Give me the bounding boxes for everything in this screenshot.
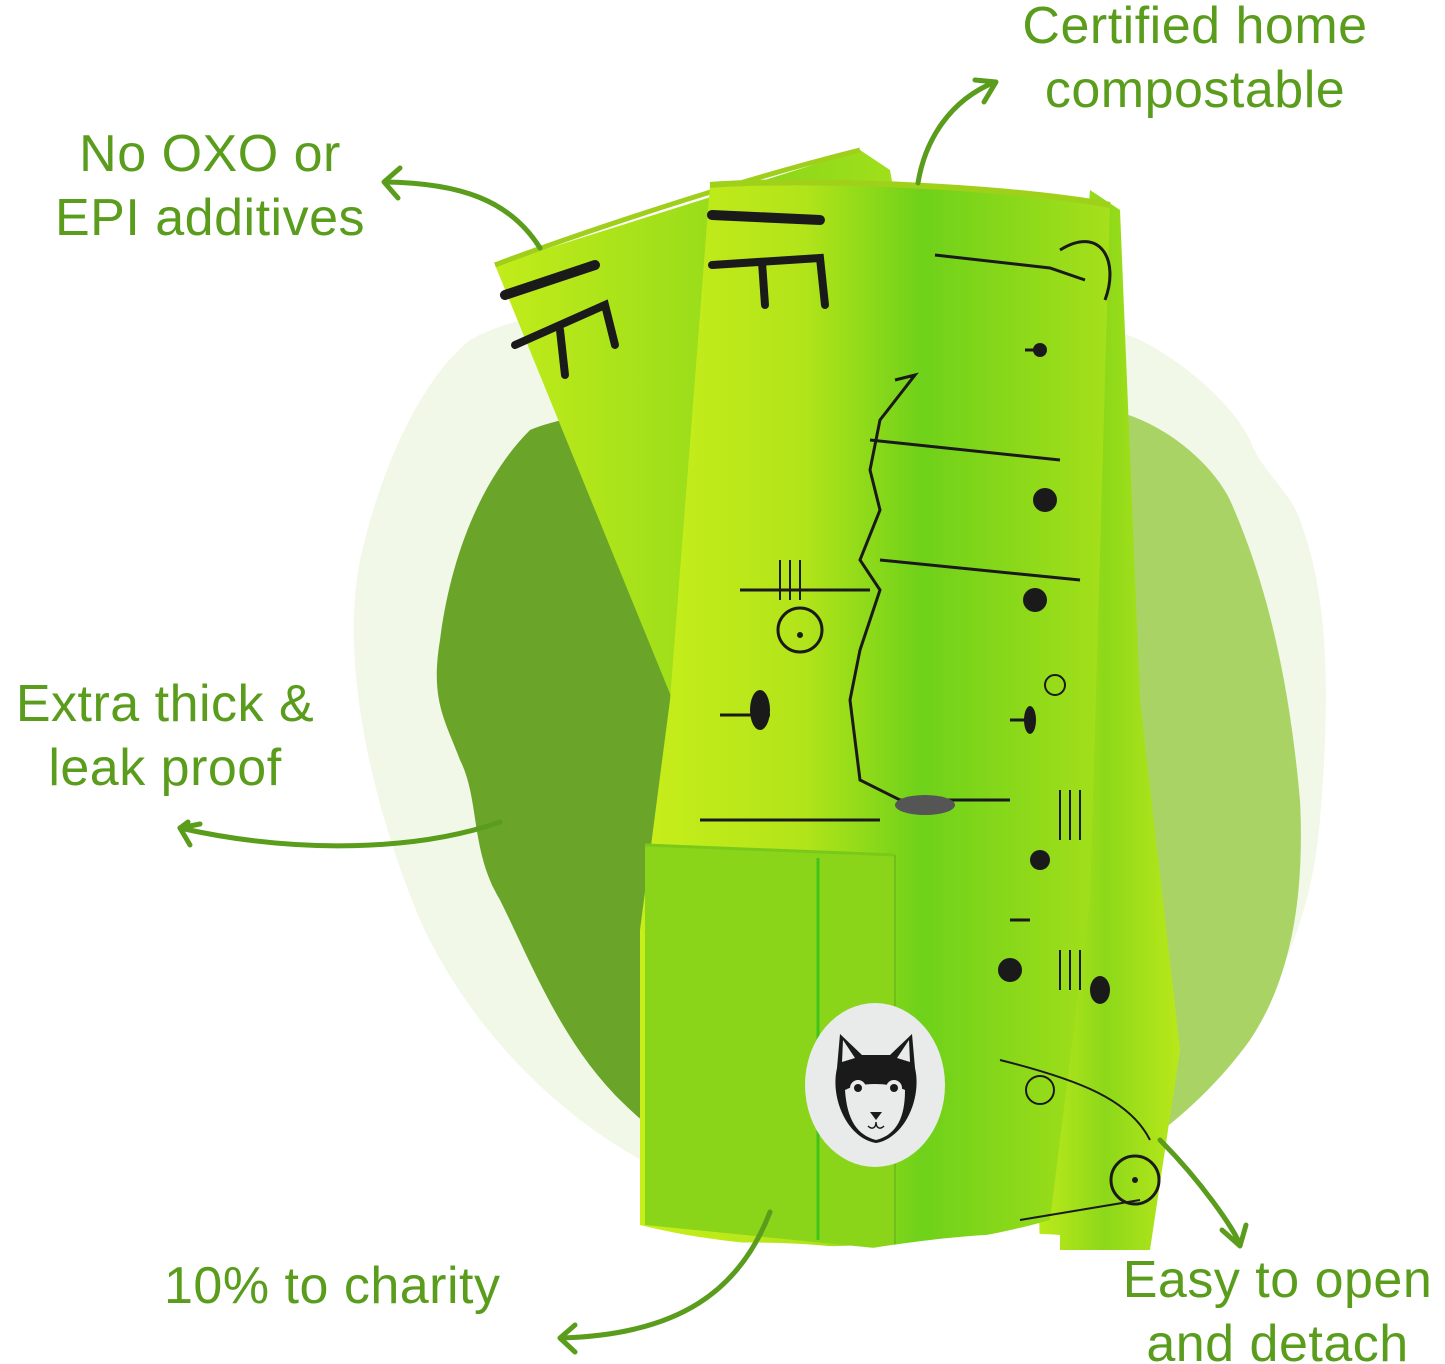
callout-line: compostable (1044, 61, 1346, 119)
callout-charity: 10% to charity (164, 1254, 544, 1318)
arrow-left-head-top-icon (177, 821, 203, 831)
callout-line: Certified home (1022, 0, 1368, 55)
arrow-up-right-icon (915, 79, 998, 186)
cat-face-logo (805, 1003, 945, 1167)
arrow-up-right-head-icon (972, 77, 999, 105)
arrow-down-head-icon (1219, 1222, 1249, 1249)
callout-line: and detach (1146, 1315, 1409, 1364)
arrow-down-left-icon (557, 1209, 773, 1341)
callout-line: Extra thick & (15, 675, 315, 733)
arrow-left-icon (177, 819, 503, 849)
callout-extra-thick: Extra thick & leak proof (0, 672, 330, 800)
callout-line: 10% to charity (164, 1257, 501, 1315)
arrow-left-icon (382, 179, 543, 251)
callout-compostable: Certified home compostable (1000, 0, 1390, 122)
arrow-down-icon (1157, 1137, 1243, 1248)
callout-line: Easy to open (1122, 1251, 1433, 1309)
callout-line: No OXO or (79, 125, 341, 183)
callout-line: leak proof (48, 739, 282, 797)
callout-easy-detach: Easy to open and detach (1110, 1248, 1445, 1364)
arrow-down-left-head-icon (557, 1322, 578, 1355)
arrow-left-head-icon (381, 165, 403, 201)
callout-line: EPI additives (55, 189, 365, 247)
roll-bottom-edge (620, 1233, 1060, 1364)
callout-no-additives: No OXO or EPI additives (40, 122, 380, 250)
